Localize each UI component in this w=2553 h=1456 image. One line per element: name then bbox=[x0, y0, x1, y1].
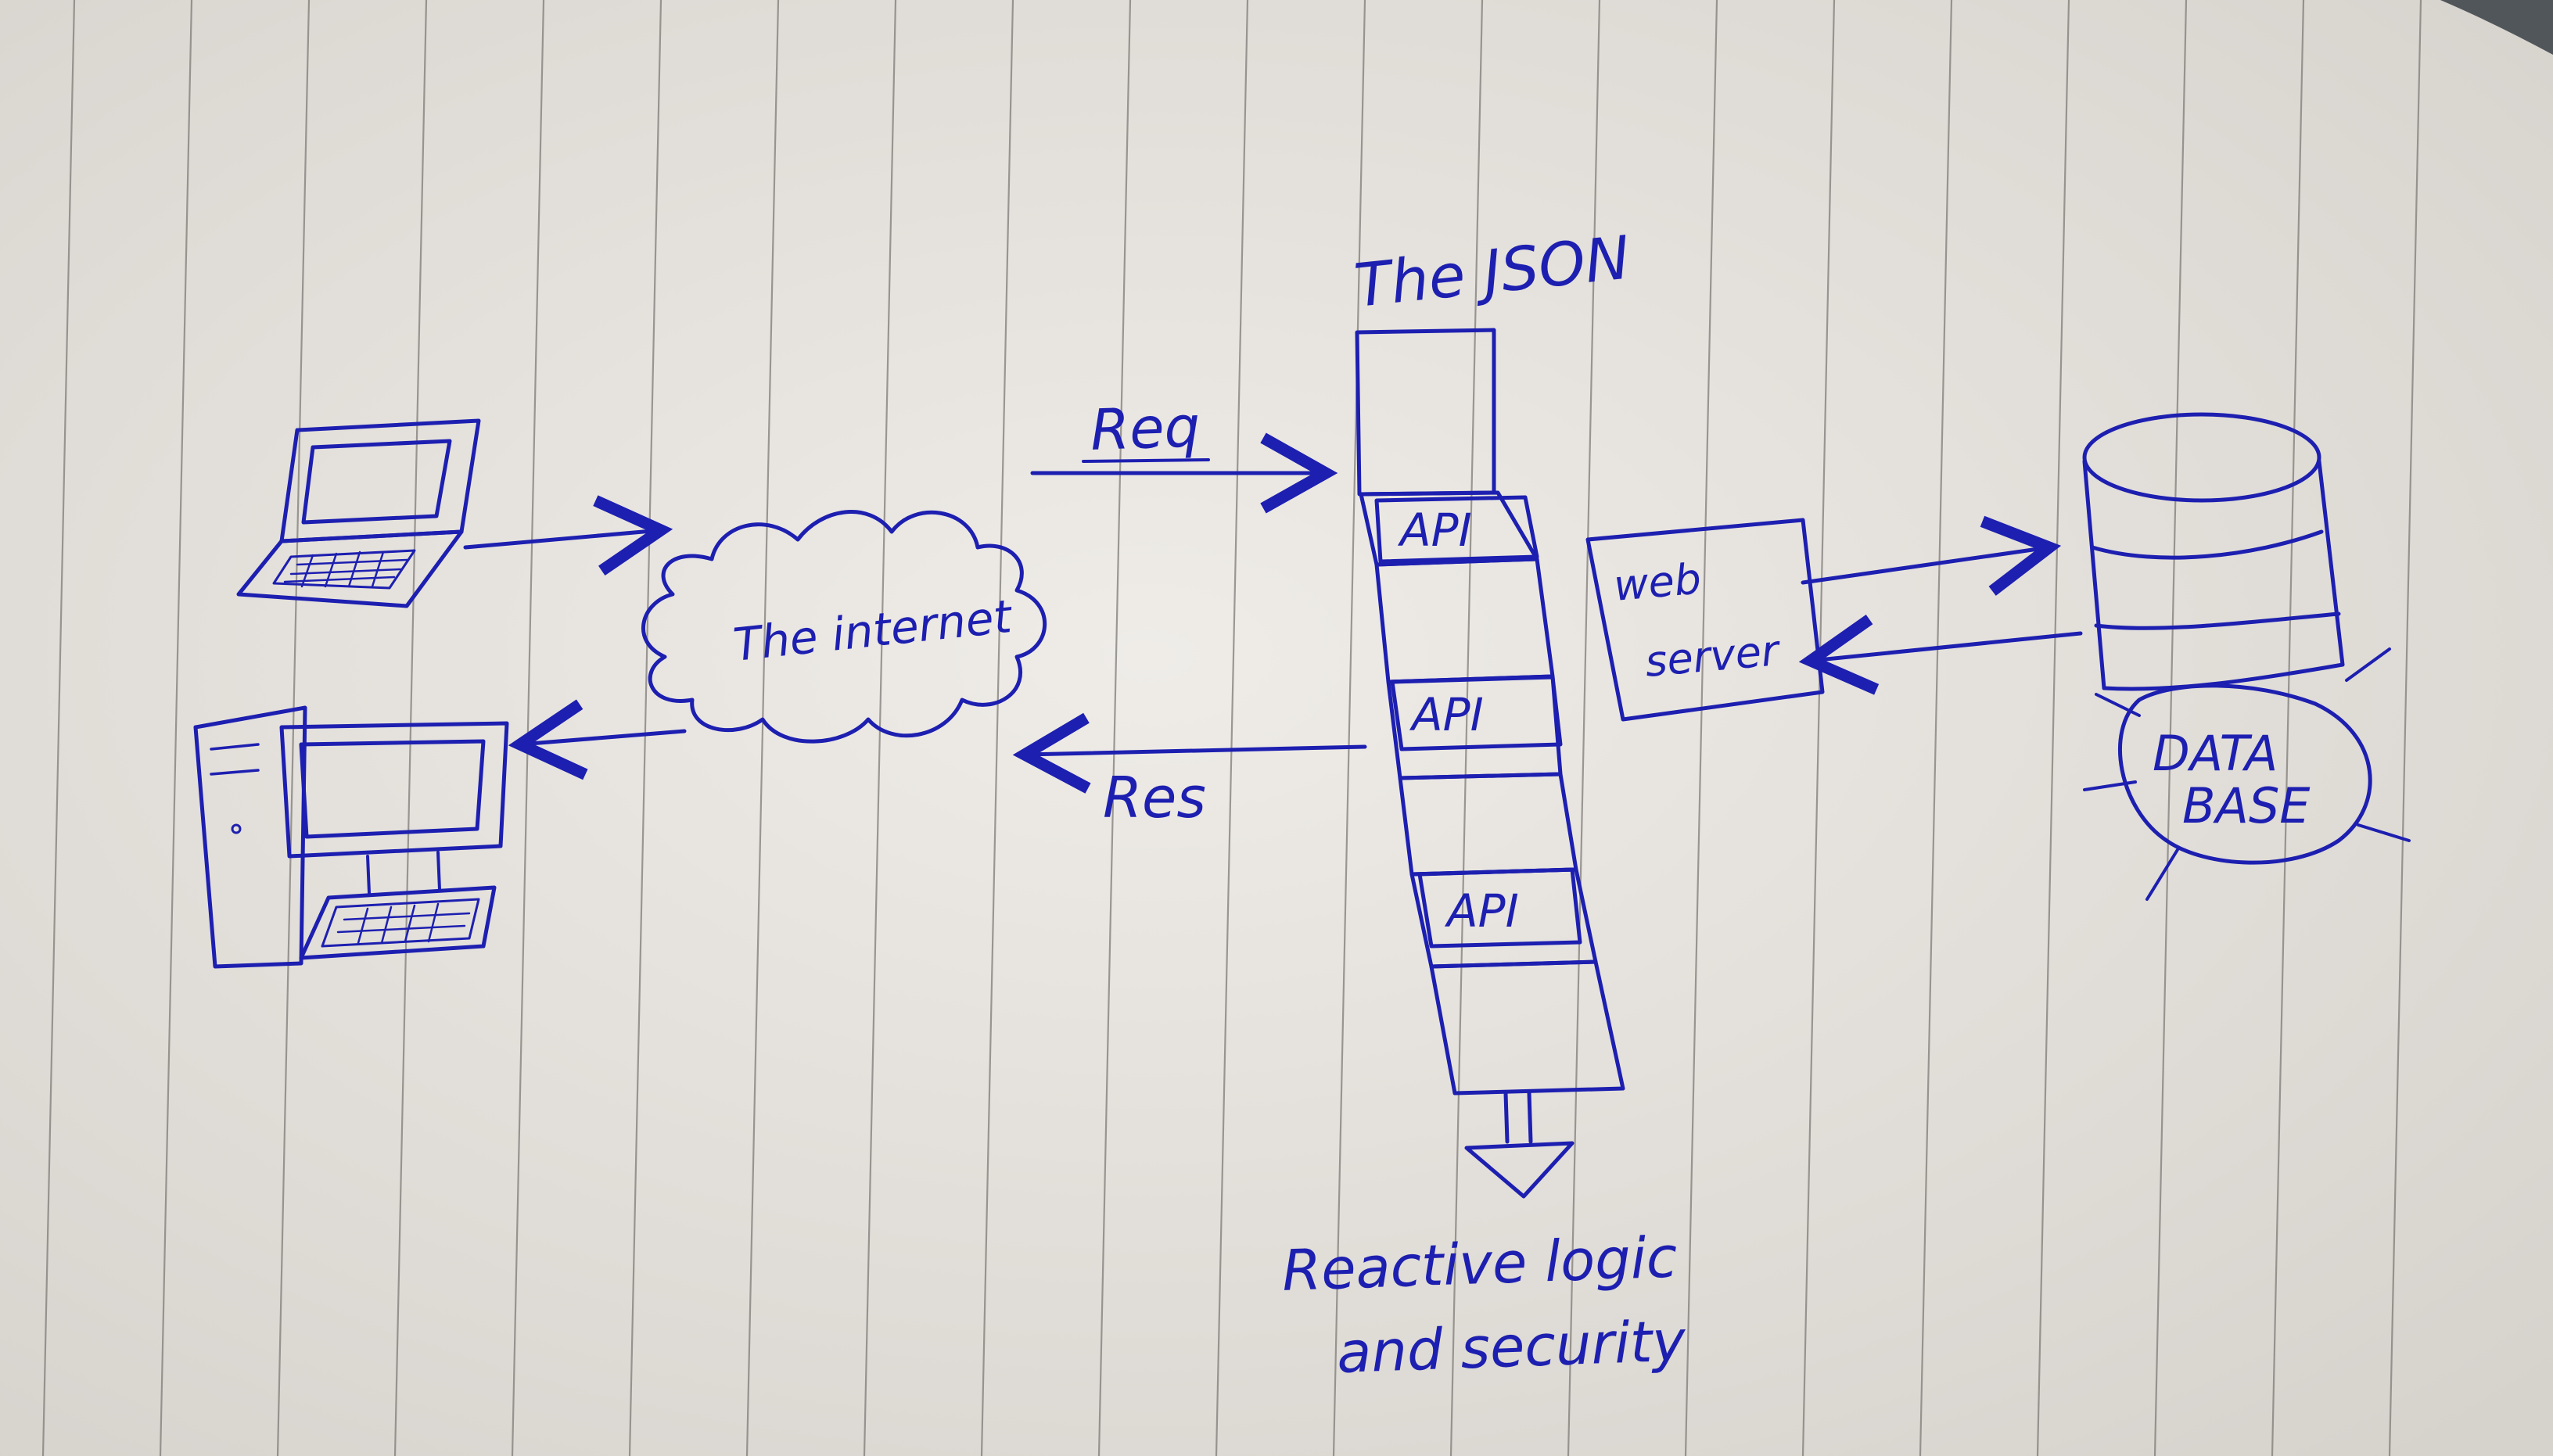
rule-line bbox=[1215, 0, 1249, 1456]
note-label-line1: Reactive logic bbox=[1281, 1224, 1679, 1304]
rule-line bbox=[1332, 0, 1366, 1456]
api-box-1 bbox=[1374, 495, 1539, 564]
rule-line bbox=[1919, 0, 1953, 1456]
arrow-internet-to-desktop bbox=[508, 699, 687, 780]
req-underline bbox=[1082, 458, 1210, 463]
rule-line bbox=[2036, 0, 2070, 1456]
web-server-label-line2: server bbox=[1643, 626, 1783, 687]
rule-line bbox=[1801, 0, 1836, 1456]
diagram-labels: The JSON Req Res The internet API API AP… bbox=[731, 223, 2311, 1386]
api-label-1: API bbox=[1397, 504, 1472, 557]
rule-line bbox=[628, 0, 662, 1456]
rule-line bbox=[2153, 0, 2188, 1456]
rule-line bbox=[1567, 0, 1601, 1456]
api-box-2 bbox=[1390, 675, 1563, 751]
database-label-line2: BASE bbox=[2182, 777, 2311, 834]
desktop-computer-icon bbox=[193, 705, 509, 969]
api-label-3: API bbox=[1444, 884, 1519, 938]
note-label-line2: and security bbox=[1336, 1307, 1688, 1386]
rule-line bbox=[1684, 0, 1718, 1456]
rule-line bbox=[2388, 0, 2422, 1456]
diagram-ink bbox=[193, 328, 2411, 1199]
arrow-laptop-to-internet bbox=[463, 495, 673, 576]
api-box-3 bbox=[1417, 867, 1582, 949]
api-label-2: API bbox=[1409, 688, 1484, 741]
rule-line bbox=[745, 0, 780, 1456]
cloud-icon bbox=[641, 510, 1047, 744]
rule-line bbox=[1449, 0, 1484, 1456]
notebook-rule-lines bbox=[41, 0, 2422, 1456]
rule-line bbox=[159, 0, 193, 1456]
paper-corner-shadow bbox=[2440, 0, 2553, 55]
rule-line bbox=[980, 0, 1014, 1456]
database-cylinder-icon bbox=[2082, 412, 2345, 691]
database-label-line1: DATA bbox=[2153, 725, 2278, 782]
web-server-label-line1: web bbox=[1612, 554, 1704, 610]
laptop-icon bbox=[236, 418, 481, 608]
res-arrow bbox=[1012, 712, 1367, 794]
database-blob bbox=[2083, 647, 2411, 901]
arrow-web-to-database bbox=[1801, 515, 2062, 596]
rule-line bbox=[2271, 0, 2305, 1456]
arrow-database-to-web bbox=[1798, 615, 2083, 695]
res-label: Res bbox=[1103, 765, 1206, 830]
rule-line bbox=[41, 0, 76, 1456]
rule-line bbox=[1097, 0, 1132, 1456]
rule-line bbox=[393, 0, 428, 1456]
req-label: Req bbox=[1090, 393, 1201, 463]
